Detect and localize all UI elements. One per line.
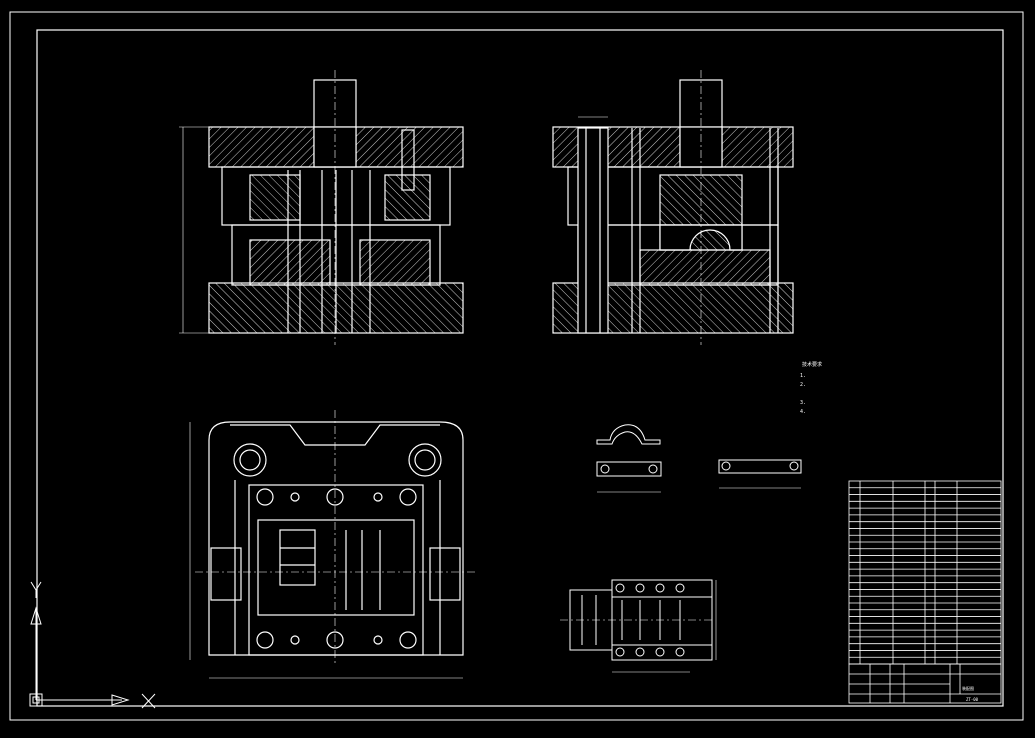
note-line-3: 3. [800, 400, 806, 406]
title-block-name: 装配图 [962, 685, 974, 691]
parts-list-table[interactable] [848, 480, 1002, 665]
notes-title: 技术要求 [802, 361, 822, 368]
plan-view[interactable] [189, 410, 475, 679]
note-line-2: 2. [800, 382, 806, 388]
title-block[interactable]: 装配图 ZT-00 [848, 663, 1002, 704]
side-section-view[interactable] [552, 70, 794, 345]
outer-frame [9, 11, 1024, 721]
part-detail-views[interactable] [596, 424, 802, 493]
technical-notes: 技术要求 1. 2. 3. 4. [800, 361, 822, 415]
note-line-1: 1. [800, 373, 806, 379]
ucs-x-icon [141, 693, 156, 709]
front-section-view[interactable] [179, 70, 464, 345]
strip-layout-view[interactable] [560, 579, 717, 673]
note-line-4: 4. [800, 409, 806, 415]
inner-frame [36, 29, 1004, 707]
ucs-axis-icon [29, 581, 130, 707]
title-block-number: ZT-00 [966, 697, 979, 702]
